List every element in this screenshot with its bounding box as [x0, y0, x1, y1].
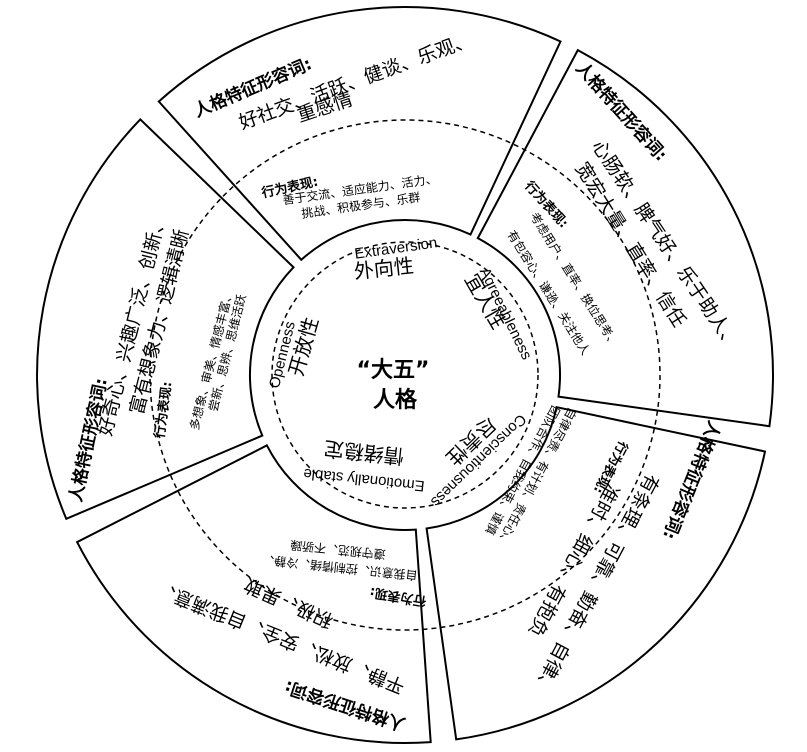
- segment-openness: [36, 117, 295, 521]
- segment-agreeableness: [476, 48, 774, 428]
- segment-extraversion: [157, 6, 562, 262]
- emotional-stability-cn-label: 情绪稳定: [323, 436, 405, 468]
- outer-segments: [36, 6, 774, 744]
- dashed-ring-outer: [149, 119, 661, 631]
- emotional-stability-en-label: Emotionally stable: [303, 465, 426, 495]
- center-title-line2: 人格: [373, 387, 418, 413]
- extraversion-cn-label: 外向性: [353, 253, 415, 283]
- segment-emotional-stability: [75, 444, 432, 744]
- segment-conscientiousness: [425, 406, 767, 741]
- center-title-line1: “大五”: [357, 358, 430, 383]
- dashed-ring-inner: [271, 241, 539, 509]
